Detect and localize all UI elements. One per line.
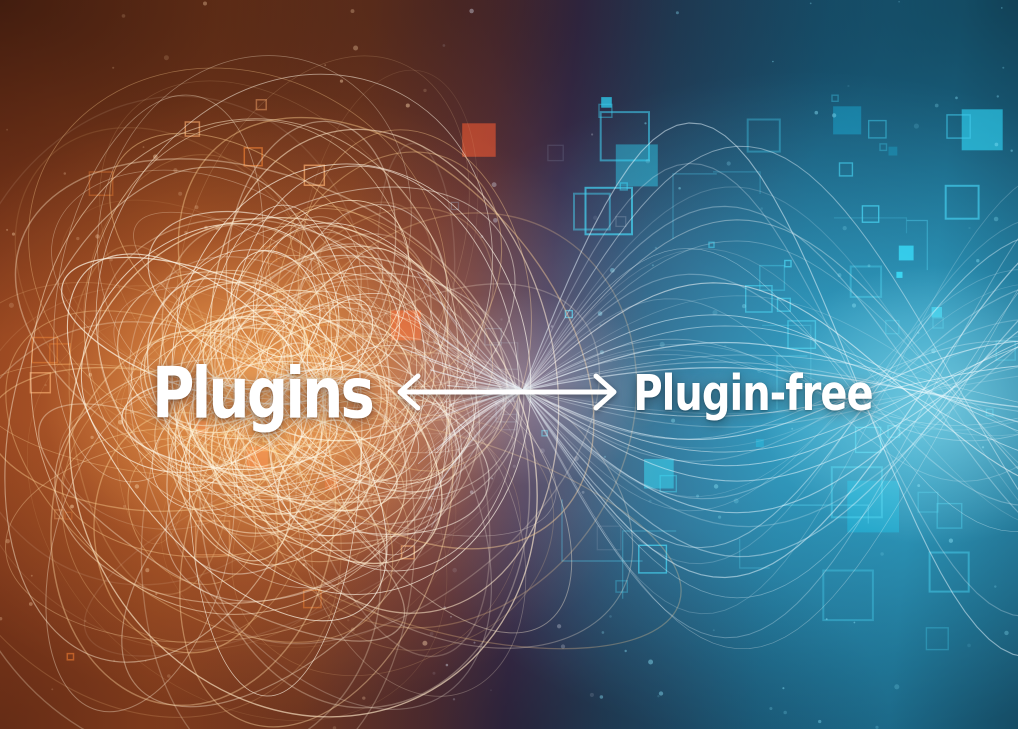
plugins-label: Plugins [152, 351, 375, 435]
plugin-free-label: Plugin-free [633, 365, 873, 423]
bidirectional-arrow-icon [397, 373, 617, 411]
